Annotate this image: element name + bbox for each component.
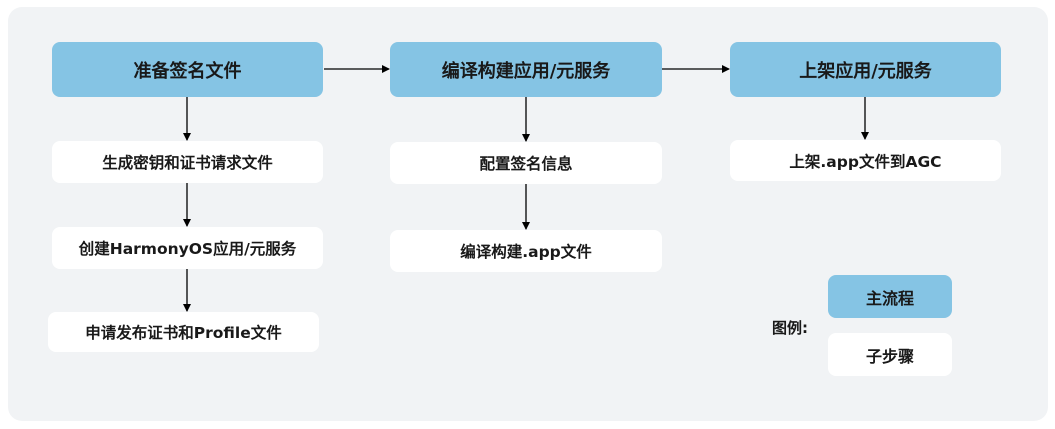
legend-main-flow: 主流程: [828, 275, 952, 318]
legend-title: 图例:: [772, 319, 808, 337]
sub-step-configure-signing: 配置签名信息: [390, 142, 662, 184]
legend-sub-step: 子步骤: [828, 333, 952, 376]
sub-step-build-app-file: 编译构建.app文件: [390, 230, 662, 272]
main-step-build-app: 编译构建应用/元服务: [390, 42, 662, 97]
sub-step-upload-to-agc: 上架.app文件到AGC: [730, 140, 1001, 181]
sub-step-create-harmonyos-app: 创建HarmonyOS应用/元服务: [52, 227, 323, 269]
main-step-prepare-signature: 准备签名文件: [52, 42, 323, 97]
sub-step-generate-key-csr: 生成密钥和证书请求文件: [52, 141, 323, 183]
sub-step-apply-cert-profile: 申请发布证书和Profile文件: [48, 312, 319, 352]
main-step-publish-app: 上架应用/元服务: [730, 42, 1001, 97]
